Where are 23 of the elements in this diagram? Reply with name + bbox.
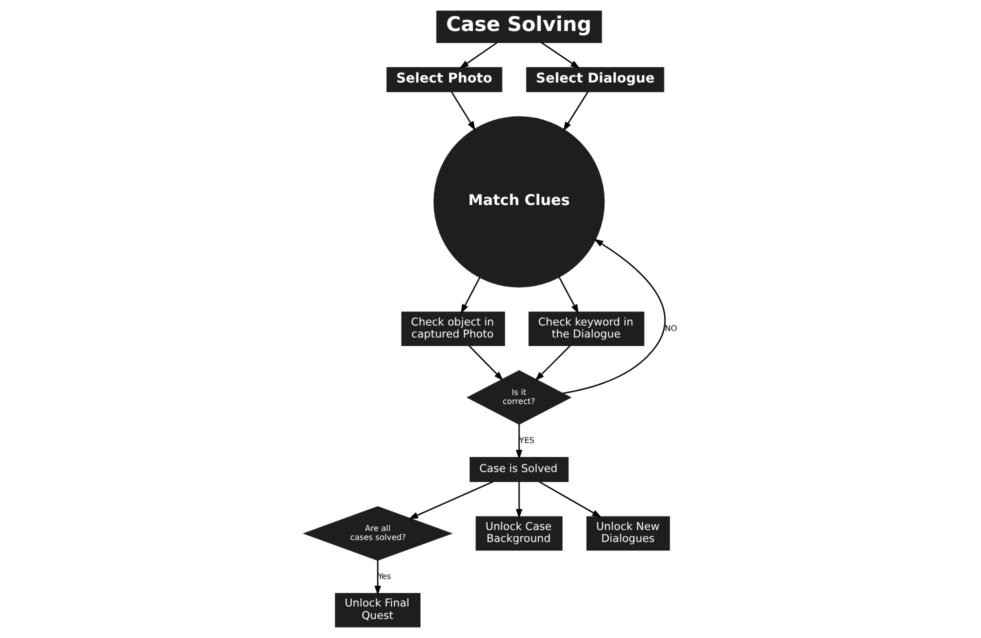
arrow bbox=[408, 481, 494, 520]
arrow bbox=[460, 277, 480, 314]
node-box: Case is Solved bbox=[470, 457, 569, 482]
node-box: Case Solving bbox=[436, 10, 602, 43]
arrow bbox=[563, 92, 588, 132]
node-box: Unlock Case Background bbox=[476, 516, 563, 551]
node-box: Select Photo bbox=[386, 67, 502, 92]
arrow bbox=[374, 560, 382, 596]
arrow bbox=[562, 238, 666, 394]
node-box: Select Dialogue bbox=[526, 67, 664, 92]
arrow bbox=[450, 92, 476, 131]
arrow bbox=[468, 345, 504, 381]
node-box: Unlock Final Quest bbox=[335, 593, 420, 628]
arrow bbox=[534, 345, 571, 381]
arrow bbox=[516, 482, 522, 518]
arrow bbox=[541, 42, 580, 69]
arrow bbox=[558, 276, 579, 314]
node-box: Unlock New Dialogues bbox=[586, 516, 670, 551]
node-box: Check keyword in the Dialogue bbox=[528, 312, 644, 346]
arrow bbox=[459, 42, 498, 69]
node-box: Check object in captured Photo bbox=[401, 312, 505, 346]
arrow bbox=[538, 481, 602, 518]
arrow bbox=[516, 424, 522, 460]
